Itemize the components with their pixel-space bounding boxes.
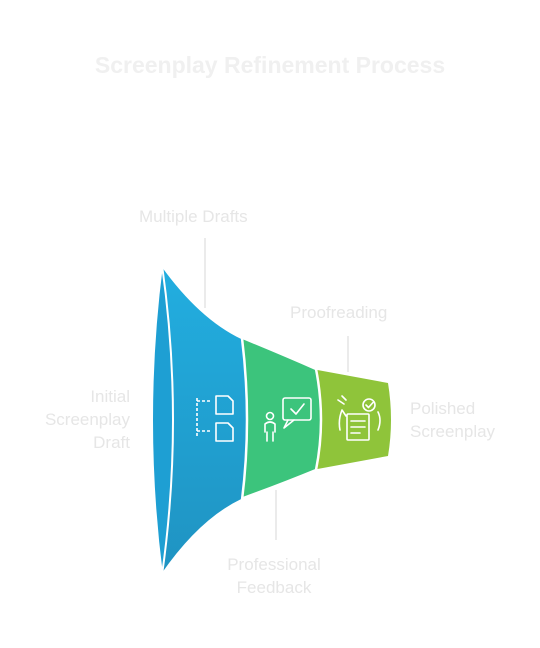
funnel-mouth [151, 264, 174, 576]
stage-label-line: Proofreading [290, 303, 388, 322]
funnel-segment-proofreading [312, 369, 391, 470]
input-label-line: Draft [93, 433, 130, 452]
documents-icon [196, 395, 234, 442]
output-label: Polished Screenplay [410, 397, 495, 443]
output-label-line: Polished [410, 399, 476, 418]
stage-label-multiple-drafts: Multiple Drafts [139, 205, 248, 228]
stage-label-proofreading: Proofreading [290, 301, 387, 324]
stage-label-line: Feedback [236, 578, 312, 597]
stage-label-line: Professional [227, 555, 321, 574]
person-feedback-icon [264, 397, 312, 442]
document-check-icon [337, 395, 381, 441]
input-label-line: Screenplay [44, 410, 130, 429]
input-label: Initial Screenplay Draft [45, 385, 130, 454]
output-label-line: Screenplay [410, 422, 496, 441]
funnel-segment-professional-feedback [236, 334, 323, 502]
input-label-line: Initial [90, 387, 130, 406]
stage-label-line: Multiple Drafts [139, 207, 248, 226]
stage-label-professional-feedback: Professional Feedback [214, 553, 334, 599]
diagram-title: Screenplay Refinement Process [94, 52, 446, 78]
